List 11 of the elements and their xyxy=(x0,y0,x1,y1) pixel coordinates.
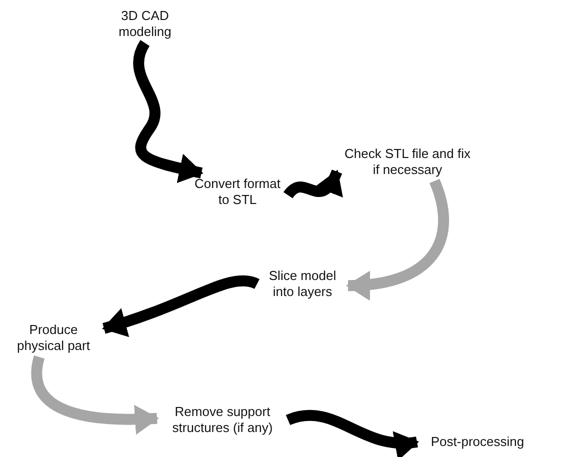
step-text: Convert format to STL xyxy=(190,176,285,208)
step-text: Produce physical part xyxy=(6,322,101,354)
step-text: Check STL file and fix if necessary xyxy=(340,146,475,178)
step-text: Post-processing xyxy=(420,434,535,450)
arrow xyxy=(346,179,449,300)
step-text: Slice model into layers xyxy=(260,268,345,300)
step-text: 3D CAD modeling xyxy=(110,8,180,40)
arrow xyxy=(133,40,204,184)
arrow xyxy=(286,410,419,457)
arrow xyxy=(284,169,342,199)
step-text: Remove support structures (if any) xyxy=(160,404,285,436)
